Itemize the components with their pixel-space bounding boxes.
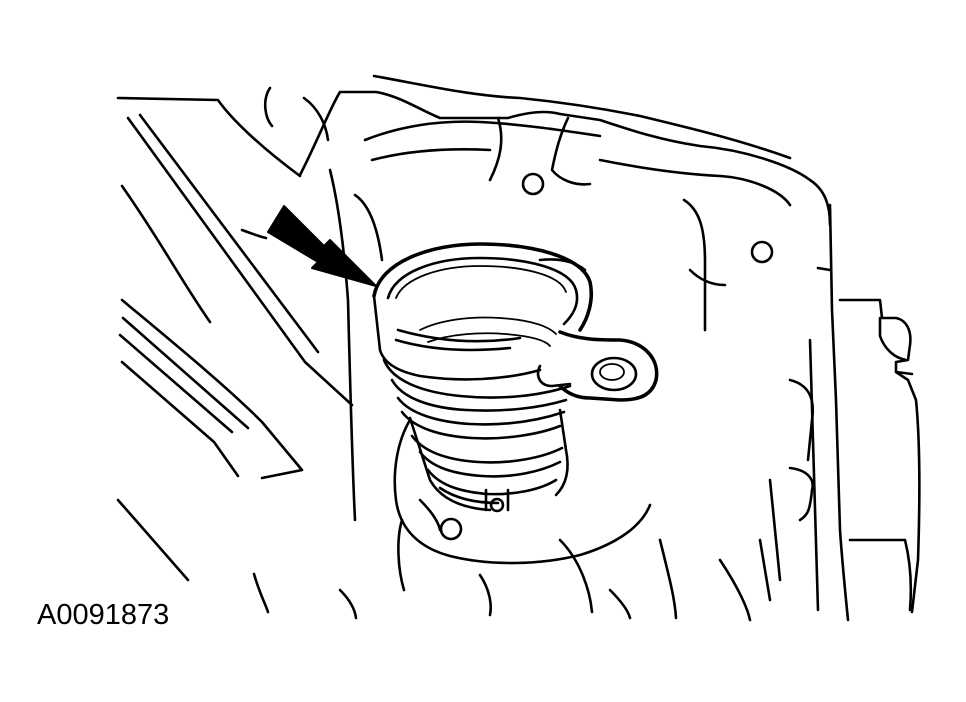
arrow-pointer-icon [267,205,377,287]
housing-left-panel [116,86,354,614]
seal-retainer-part [372,242,659,513]
housing-upper-casting [298,74,832,541]
housing-lower-boss [338,418,652,620]
housing-right-bracket [608,203,921,622]
figure-id-label: A0091873 [37,599,170,631]
